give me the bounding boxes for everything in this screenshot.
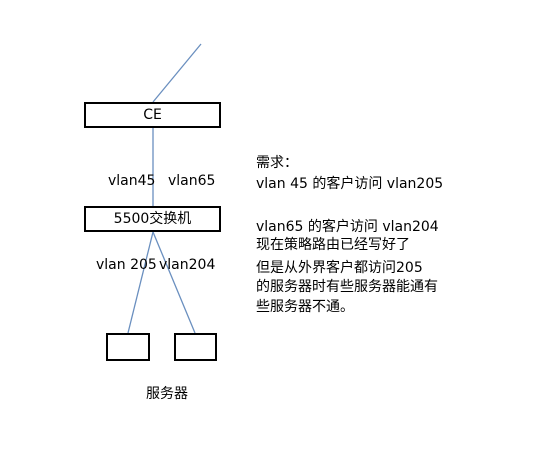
link-label-vlan65: vlan65 bbox=[168, 173, 216, 189]
switch-server-right-link-line bbox=[152, 231, 196, 334]
note-line-1: vlan 45 的客户访问 vlan205 bbox=[256, 176, 444, 192]
uplink-line bbox=[152, 43, 202, 103]
switch-5500-box: 5500交换机 bbox=[84, 206, 221, 232]
server-box-left bbox=[106, 333, 150, 361]
link-label-vlan204: vlan204 bbox=[159, 257, 216, 273]
link-label-vlan205: vlan 205 bbox=[96, 257, 157, 273]
ce-router-label: CE bbox=[143, 107, 162, 123]
server-box-right bbox=[174, 333, 217, 361]
link-label-vlan45: vlan45 bbox=[108, 173, 156, 189]
servers-caption: 服务器 bbox=[146, 386, 188, 402]
switch-server-left-link-line bbox=[127, 231, 154, 334]
switch-5500-label: 5500交换机 bbox=[113, 211, 192, 227]
note-line-2: vlan65 的客户访问 vlan204 bbox=[256, 219, 439, 235]
note-line-3: 现在策略路由已经写好了 bbox=[256, 237, 410, 253]
ce-router-box: CE bbox=[84, 102, 221, 128]
note-line-5: 的服务器时有些服务器能通有 bbox=[256, 279, 438, 295]
note-line-6: 些服务器不通。 bbox=[256, 299, 354, 315]
note-line-4: 但是从外界客户都访问205 bbox=[256, 260, 423, 276]
note-heading: 需求： bbox=[256, 155, 298, 171]
